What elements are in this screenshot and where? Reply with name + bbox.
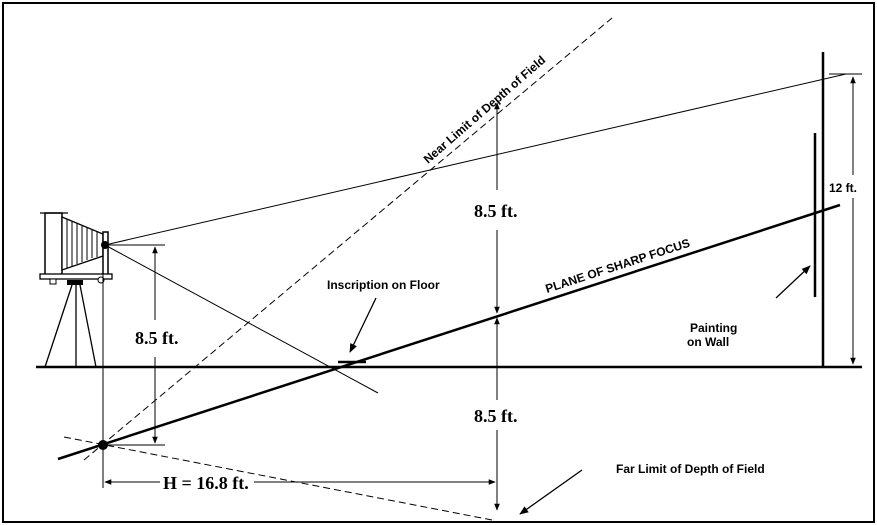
far-limit-line xyxy=(63,436,493,521)
painting-arrow xyxy=(775,265,811,299)
inscription-arrow xyxy=(349,297,377,353)
inscription-label: Inscription on Floor xyxy=(327,278,440,292)
upper-height-label: 8.5 ft. xyxy=(474,201,518,221)
near-limit-label: Near Limit of Depth of Field xyxy=(421,53,548,166)
ray-to-wall-top xyxy=(104,73,847,246)
wall-height-label: 12 ft. xyxy=(829,181,857,195)
hyperfocal-label: H = 16.8 ft. xyxy=(163,473,249,493)
plane-of-focus-label: PLANE OF SHARP FOCUS xyxy=(544,236,692,296)
near-limit-line xyxy=(83,17,613,461)
ray-downward xyxy=(104,244,379,394)
far-limit-arrow xyxy=(519,469,583,515)
painting-label-line1: Painting xyxy=(690,321,737,335)
lower-height-label: 8.5 ft. xyxy=(474,406,518,426)
view-camera-icon xyxy=(39,212,113,368)
painting-label-line2: on Wall xyxy=(687,335,729,349)
far-limit-label: Far Limit of Depth of Field xyxy=(616,462,765,476)
camera-height-label: 8.5 ft. xyxy=(135,328,179,348)
plane-of-focus-line xyxy=(57,203,841,461)
